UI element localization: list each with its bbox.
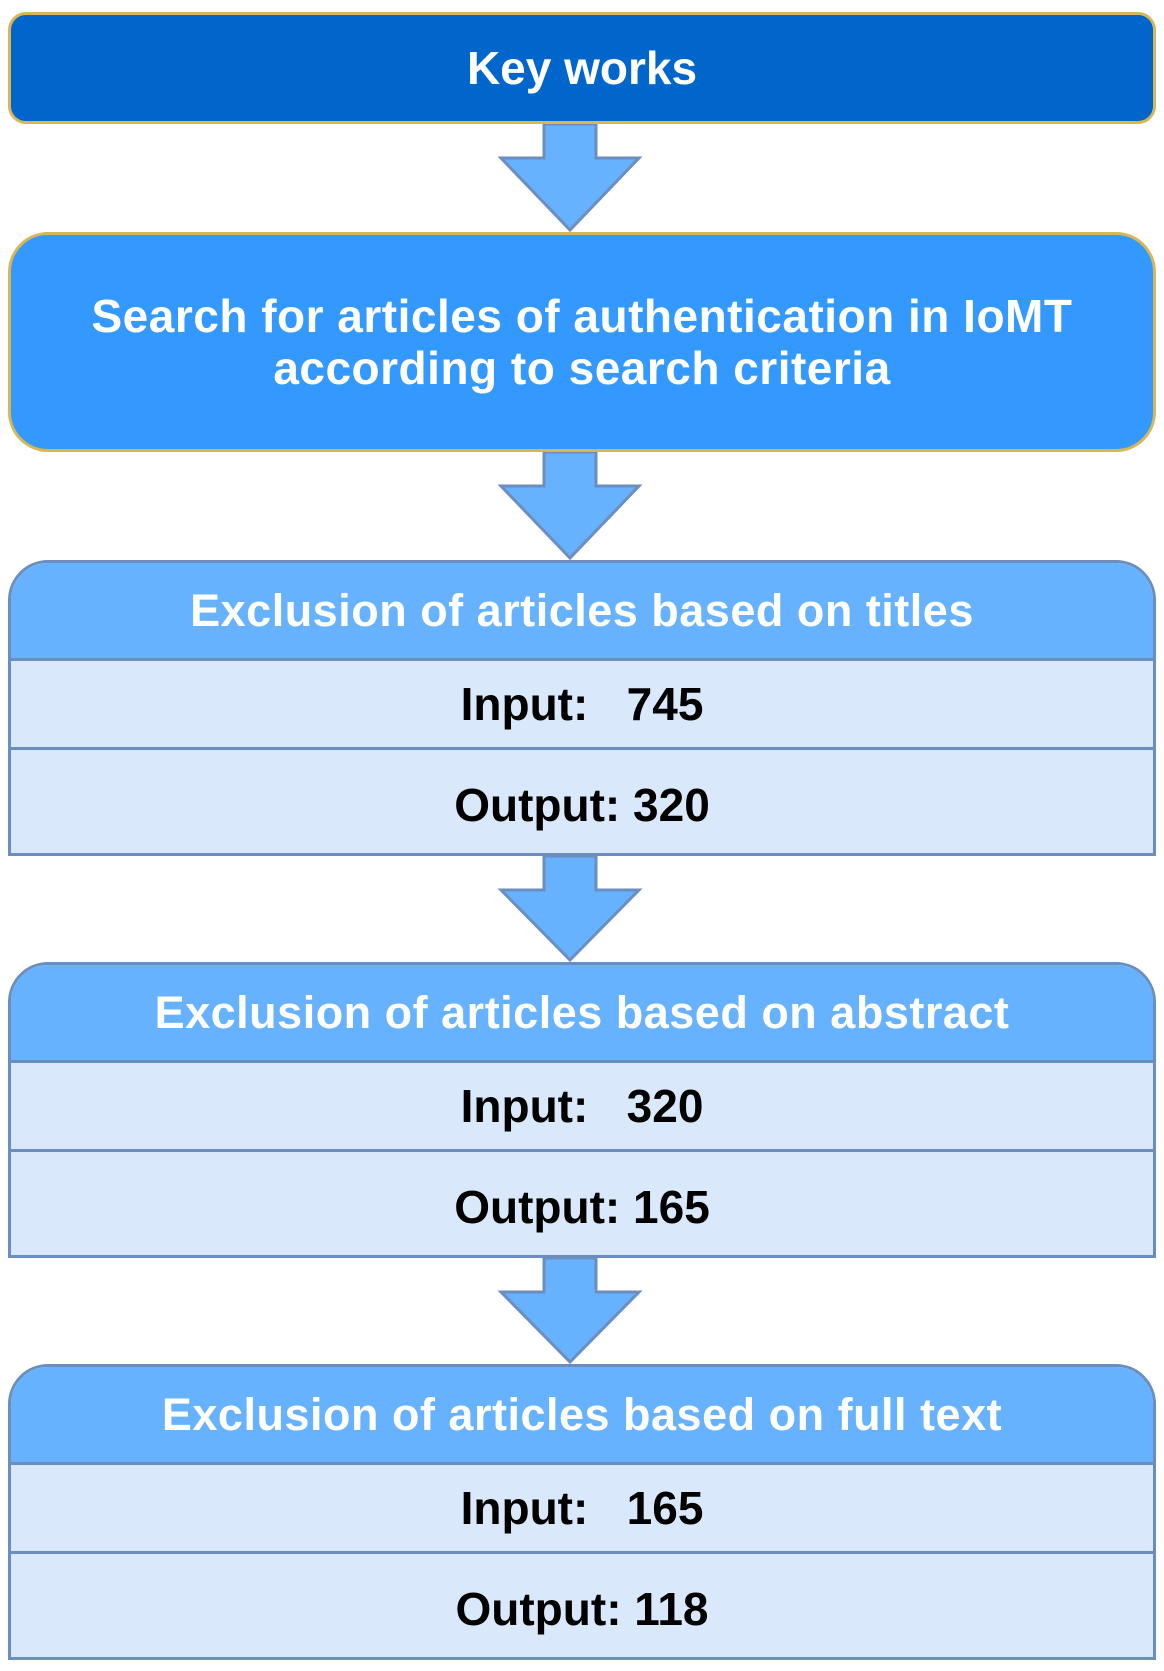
search-box: Search for articles of authentication in… bbox=[8, 232, 1156, 452]
stage-abstract: Exclusion of articles based on abstract … bbox=[8, 962, 1156, 1258]
key-works-box: Key works bbox=[8, 12, 1156, 124]
stage-title: Exclusion of articles based on titles bbox=[190, 584, 974, 636]
stage-output: Output: 165 bbox=[454, 1180, 710, 1233]
stage-input: Input: 165 bbox=[460, 1482, 704, 1534]
stage-input-row: Input: 745 bbox=[11, 661, 1153, 750]
stage-output-row: Output: 118 bbox=[11, 1554, 1153, 1657]
stage-header: Exclusion of articles based on abstract bbox=[11, 965, 1153, 1063]
stage-full-text: Exclusion of articles based on full text… bbox=[8, 1364, 1156, 1660]
search-line-1: Search for articles of authentication in… bbox=[91, 290, 1073, 342]
stage-output: Output: 118 bbox=[455, 1582, 709, 1635]
stage-header: Exclusion of articles based on titles bbox=[11, 563, 1153, 661]
down-arrow-icon bbox=[497, 124, 643, 232]
search-line-2: according to search criteria bbox=[273, 342, 891, 394]
stage-input: Input: 745 bbox=[460, 678, 704, 730]
stage-titles: Exclusion of articles based on titles In… bbox=[8, 560, 1156, 856]
stage-input: Input: 320 bbox=[460, 1080, 704, 1132]
stage-title: Exclusion of articles based on full text bbox=[161, 1388, 1003, 1440]
down-arrow-icon bbox=[497, 452, 643, 560]
down-arrow-icon bbox=[497, 1258, 643, 1364]
stage-header: Exclusion of articles based on full text bbox=[11, 1367, 1153, 1465]
stage-title: Exclusion of articles based on abstract bbox=[154, 986, 1010, 1038]
down-arrow-icon bbox=[497, 856, 643, 962]
key-works-label: Key works bbox=[466, 42, 698, 94]
stage-output-row: Output: 320 bbox=[11, 750, 1153, 853]
stage-output: Output: 320 bbox=[454, 778, 710, 831]
stage-input-row: Input: 320 bbox=[11, 1063, 1153, 1152]
stage-input-row: Input: 165 bbox=[11, 1465, 1153, 1554]
stage-output-row: Output: 165 bbox=[11, 1152, 1153, 1255]
